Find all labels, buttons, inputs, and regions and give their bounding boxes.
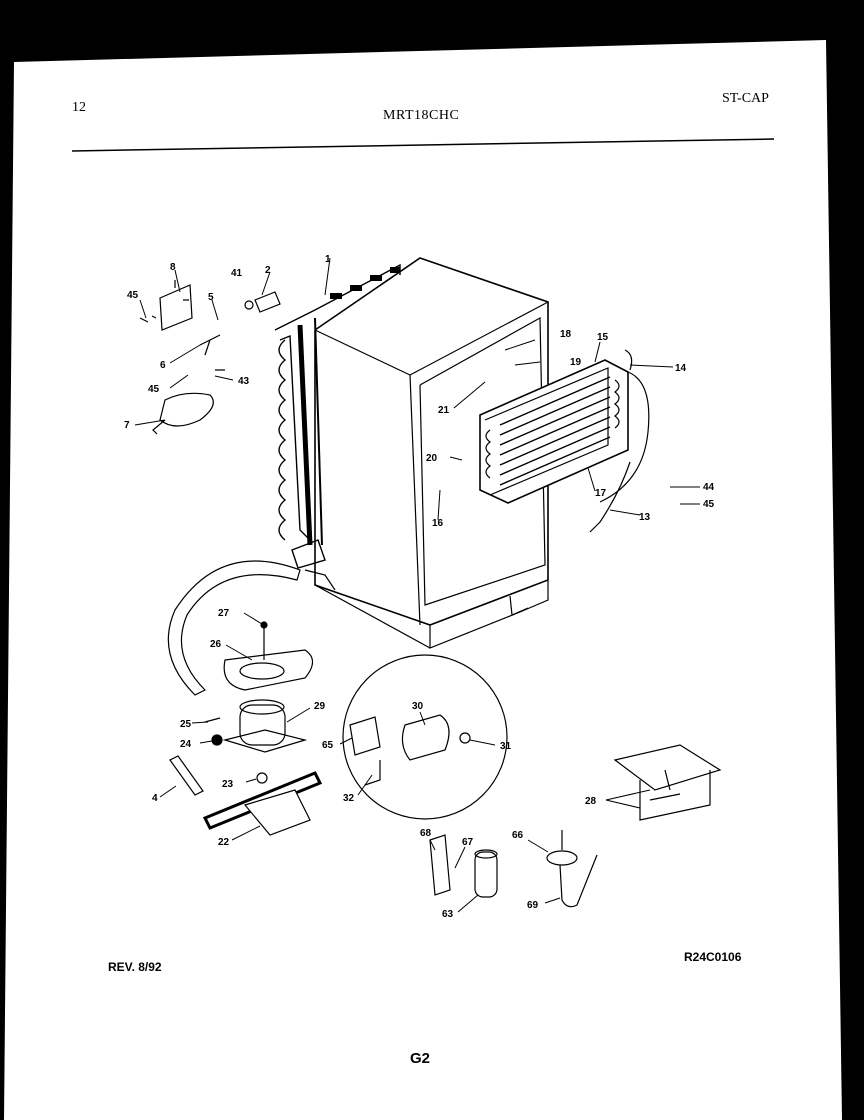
callout-23: 23 <box>222 779 234 790</box>
callout-31: 31 <box>500 741 512 752</box>
callout-63: 63 <box>442 909 454 920</box>
callout-19: 19 <box>570 357 582 368</box>
drain-duct <box>167 560 336 696</box>
callout-labels: 1 2 4 5 6 7 8 13 14 15 16 17 18 19 20 21… <box>124 254 715 920</box>
sheet-number: G2 <box>410 1050 431 1067</box>
callout-6: 6 <box>160 360 166 371</box>
model-number: MRT18CHC <box>383 108 460 123</box>
leader-lines <box>134 257 700 913</box>
callout-43: 43 <box>238 376 250 387</box>
mounting-bracket <box>613 744 722 821</box>
top-left-parts <box>139 280 281 435</box>
evaporator-coil <box>479 349 650 533</box>
callout-25: 25 <box>180 719 192 730</box>
page-number: 12 <box>72 100 86 115</box>
callout-20: 20 <box>426 453 438 464</box>
callout-16: 16 <box>432 518 444 529</box>
catalog-category: ST-CAP <box>722 91 769 106</box>
callout-7: 7 <box>124 420 130 431</box>
callout-68: 68 <box>420 828 432 839</box>
callout-17: 17 <box>595 488 607 499</box>
callout-45a: 45 <box>127 290 139 301</box>
cabinet <box>314 257 549 649</box>
drain-pan <box>223 621 314 691</box>
callout-29: 29 <box>314 701 326 712</box>
callout-30: 30 <box>412 701 424 712</box>
callout-65: 65 <box>322 740 334 751</box>
relay-detail <box>342 654 508 820</box>
callout-45b: 45 <box>148 384 160 395</box>
callout-26: 26 <box>210 639 222 650</box>
callout-21: 21 <box>438 405 450 416</box>
callout-13: 13 <box>639 512 651 523</box>
callout-14: 14 <box>675 363 687 374</box>
capacitor-parts <box>429 830 598 908</box>
callout-41: 41 <box>231 268 243 279</box>
callout-15: 15 <box>597 332 609 343</box>
callout-28: 28 <box>585 796 597 807</box>
callout-27: 27 <box>218 608 230 619</box>
callout-24: 24 <box>180 739 192 750</box>
callout-1: 1 <box>325 254 331 265</box>
callout-2: 2 <box>265 265 271 276</box>
callout-45c: 45 <box>703 499 715 510</box>
condenser-coil <box>274 263 401 569</box>
header-rule <box>71 138 775 152</box>
callout-44: 44 <box>703 482 715 493</box>
callout-8: 8 <box>170 262 176 273</box>
callout-5: 5 <box>208 292 214 303</box>
callout-18: 18 <box>560 329 572 340</box>
compressor <box>169 699 323 836</box>
callout-22: 22 <box>218 837 230 848</box>
callout-69: 69 <box>527 900 539 911</box>
revision-date: REV. 8/92 <box>108 960 162 974</box>
drawing-code: R24C0106 <box>684 950 742 964</box>
callout-32: 32 <box>343 793 355 804</box>
callout-4: 4 <box>152 793 158 804</box>
callout-67: 67 <box>462 837 474 848</box>
callout-66: 66 <box>512 830 524 841</box>
